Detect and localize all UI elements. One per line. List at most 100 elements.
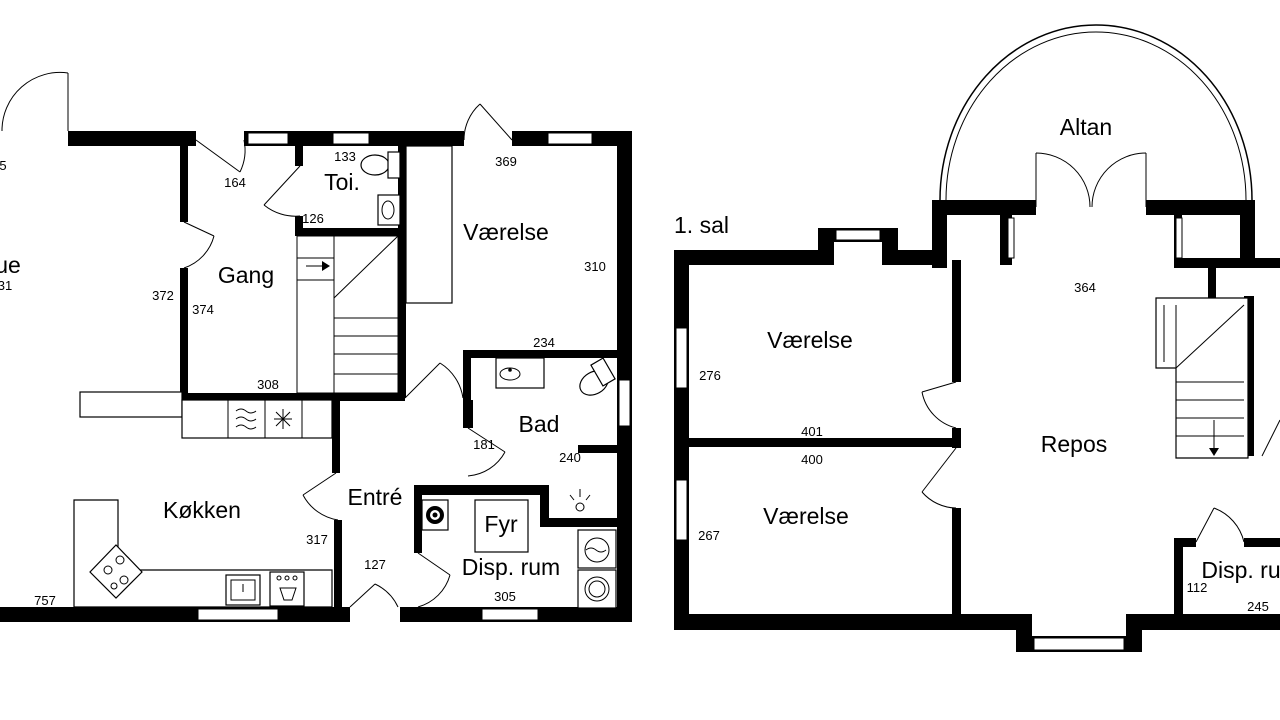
toilet-icon xyxy=(360,151,401,179)
floor-label: 1. sal xyxy=(674,212,729,238)
wall-gang-left-lower xyxy=(180,268,188,398)
dimension: 276 xyxy=(699,368,721,383)
wall xyxy=(674,250,834,265)
dimension: 369 xyxy=(495,154,517,169)
toilet-icon xyxy=(579,357,616,396)
dimension: 234 xyxy=(533,335,555,350)
stairs-ground xyxy=(296,235,399,394)
dimension-labels: 5 31 164 133 126 369 310 372 374 308 234… xyxy=(0,149,1269,614)
room-label-partial: ue xyxy=(0,252,21,278)
room-label-altan: Altan xyxy=(1060,114,1112,140)
wall-fyr-right xyxy=(540,485,549,520)
wall xyxy=(1240,200,1255,268)
dimension: 126 xyxy=(302,211,324,226)
room-label-disp-rum: Disp. rum xyxy=(462,554,560,580)
room-labels: ue Gang Toi. Værelse Bad Køkken Entré Fy… xyxy=(0,114,1280,583)
wall xyxy=(932,200,1036,215)
boiler-icon xyxy=(421,499,449,531)
dimension: 310 xyxy=(584,259,606,274)
wall xyxy=(674,614,1030,630)
window xyxy=(247,132,289,145)
dimension: 5 xyxy=(0,158,7,173)
wall-toilet-left-lower xyxy=(295,216,303,236)
window xyxy=(835,229,881,241)
upper-floor xyxy=(674,24,1280,652)
window xyxy=(1175,217,1183,259)
dimension: 757 xyxy=(34,593,56,608)
washbasin-icon xyxy=(495,357,545,389)
wall-top-left xyxy=(68,131,196,146)
closet xyxy=(405,145,453,304)
window xyxy=(675,479,688,541)
wall xyxy=(1174,538,1183,618)
wall xyxy=(952,260,961,382)
wall xyxy=(882,250,944,265)
dimension: 364 xyxy=(1074,280,1096,295)
stair-arrow-icon xyxy=(322,261,330,271)
balcony-outline xyxy=(939,24,1253,201)
counter xyxy=(73,499,333,608)
wall xyxy=(1244,538,1280,547)
dimension: 308 xyxy=(257,377,279,392)
window xyxy=(197,608,279,621)
washbasin-icon xyxy=(377,194,401,226)
wall xyxy=(1126,614,1280,630)
wall-gang-bottom xyxy=(180,393,405,401)
room-label-toilet: Toi. xyxy=(324,169,360,195)
stove-icon xyxy=(89,544,143,599)
wall-entre-left-upper xyxy=(332,393,340,473)
window xyxy=(547,132,593,145)
room-label-koekken: Køkken xyxy=(163,497,241,523)
room-label-vaerelse: Værelse xyxy=(763,503,849,529)
wall xyxy=(1174,538,1196,547)
wall-fyr-top xyxy=(414,485,549,495)
wall-bad-top xyxy=(467,350,622,358)
wall-entre-left-lower xyxy=(334,520,342,610)
counter xyxy=(79,391,183,418)
dimension: 374 xyxy=(192,302,214,317)
wall-bottom-left xyxy=(0,607,350,622)
dishwasher-icon xyxy=(269,571,305,607)
window xyxy=(1033,637,1125,651)
ground-floor xyxy=(0,71,632,622)
room-label-repos: Repos xyxy=(1041,431,1107,457)
room-label-entre: Entré xyxy=(348,484,403,510)
room-label-vaerelse: Værelse xyxy=(767,327,853,353)
dimension: 317 xyxy=(306,532,328,547)
fyr-unit xyxy=(474,499,529,553)
dimension: 305 xyxy=(494,589,516,604)
dimension: 245 xyxy=(1247,599,1269,614)
window xyxy=(481,608,539,621)
dimension: 400 xyxy=(801,452,823,467)
window xyxy=(618,379,631,427)
fridge-icon xyxy=(235,408,257,430)
stairs-upper xyxy=(1155,297,1249,459)
wall xyxy=(952,508,961,618)
wall xyxy=(952,428,961,448)
dimension: 401 xyxy=(801,424,823,439)
dimension: 240 xyxy=(559,450,581,465)
dryer-icon xyxy=(577,569,617,609)
door-swings-ground xyxy=(1,71,513,608)
wall-bad-left-upper xyxy=(463,350,471,400)
window xyxy=(675,327,688,389)
window xyxy=(332,132,370,145)
window xyxy=(1007,217,1015,259)
dimension: 112 xyxy=(1187,580,1208,595)
wall xyxy=(1244,296,1254,456)
wall-toilet-left-upper xyxy=(295,140,303,166)
wall-gang-left-upper xyxy=(180,140,188,222)
room-label-bad: Bad xyxy=(519,411,560,437)
dimension: 31 xyxy=(0,278,12,293)
wall-gang-right xyxy=(398,140,406,398)
wall-fyr-left xyxy=(414,485,422,553)
wall-toilet-bottom xyxy=(295,228,405,236)
wall-disp-top xyxy=(540,518,620,527)
dimension: 164 xyxy=(224,175,246,190)
wall xyxy=(1146,200,1254,215)
dimension: 372 xyxy=(152,288,174,303)
wall xyxy=(1208,258,1216,302)
wall xyxy=(1174,258,1280,268)
stair-arrow-icon xyxy=(1209,448,1219,456)
